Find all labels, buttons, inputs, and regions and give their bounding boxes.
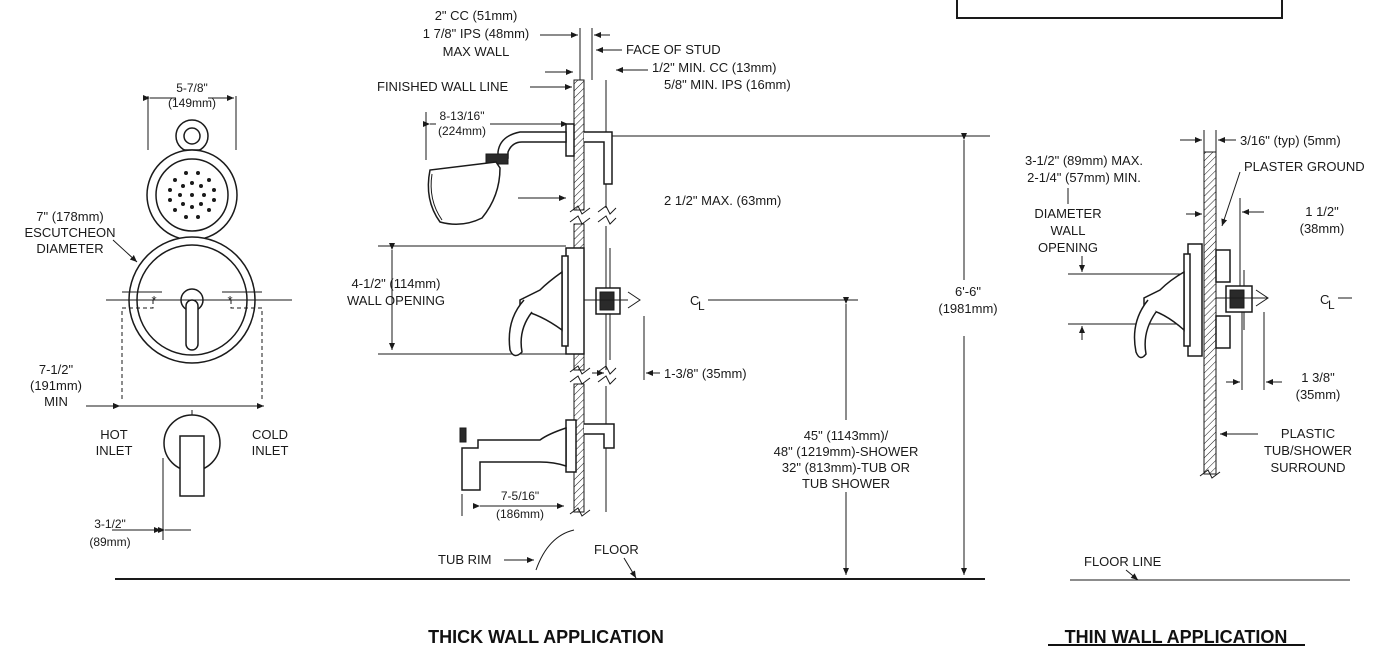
thin-dim-lower-label-2: (35mm) bbox=[1296, 387, 1341, 402]
valve-depth-label: 1-3/8" (35mm) bbox=[664, 366, 747, 381]
thin-dim-upper-label-1: 1 1/2" bbox=[1305, 204, 1339, 219]
cc-label-3: MAX WALL bbox=[443, 44, 510, 59]
thin-dim-lower-label-1: 1 3/8" bbox=[1301, 370, 1335, 385]
escutcheon-label-1: 7" (178mm) bbox=[36, 209, 103, 224]
inlet-spacing-label-2: (191mm) bbox=[30, 378, 82, 393]
opening-range-label-1: 3-1/2" (89mm) MAX. bbox=[1025, 153, 1143, 168]
wall-opening-label-2: WALL OPENING bbox=[347, 293, 445, 308]
surround-label-2: TUB/SHOWER bbox=[1264, 443, 1352, 458]
thin-wall-title: THIN WALL APPLICATION bbox=[1065, 627, 1288, 646]
hot-inlet-label-1: HOT bbox=[100, 427, 128, 442]
front-view: 5-7/8" (149mm) 7" (178mm) ESCUTCHEON DIA… bbox=[24, 81, 292, 549]
floor-label: FLOOR bbox=[594, 542, 639, 557]
tub-rim-label: TUB RIM bbox=[438, 552, 491, 567]
opening-range-label-2: 2-1/4" (57mm) MIN. bbox=[1027, 170, 1141, 185]
arm-reach-label: 8-13/16" bbox=[440, 109, 485, 123]
thin-wall-centerline-symbol: C bbox=[1320, 292, 1329, 307]
thin-wall-view: 3/16" (typ) (5mm) PLASTER GROUND 3-1/2" … bbox=[1025, 130, 1365, 646]
thin-dim-upper-label-2: (38mm) bbox=[1300, 221, 1345, 236]
header-box bbox=[956, 0, 1283, 19]
face-of-stud-label: FACE OF STUD bbox=[626, 42, 721, 57]
centerline-symbol: C bbox=[690, 293, 699, 308]
svg-text:*: * bbox=[151, 293, 156, 308]
diameter-wall-opening-label-3: OPENING bbox=[1038, 240, 1098, 255]
hot-inlet-label-2: INLET bbox=[96, 443, 133, 458]
spout-reach-mm-label: (186mm) bbox=[496, 507, 544, 521]
finished-wall-line-label: FINISHED WALL LINE bbox=[377, 79, 509, 94]
thick-wall-view: 2" CC (51mm) 1 7/8" IPS (48mm) MAX WALL … bbox=[115, 8, 998, 646]
typ-label: 3/16" (typ) (5mm) bbox=[1240, 133, 1341, 148]
shower-head-side-icon bbox=[427, 161, 501, 225]
valve-height-label-2: 48" (1219mm)-SHOWER bbox=[774, 444, 919, 459]
tub-rim-curve bbox=[535, 529, 575, 571]
arm-reach-mm-label: (224mm) bbox=[438, 124, 486, 138]
diameter-wall-opening-label-1: DIAMETER bbox=[1034, 206, 1101, 221]
head-height-label-2: (1981mm) bbox=[938, 301, 997, 316]
thin-wall-centerline-sub: L bbox=[1328, 298, 1335, 312]
cold-inlet-label-1: COLD bbox=[252, 427, 288, 442]
thin-wall-handle-icon bbox=[1143, 270, 1185, 332]
spout-reach-label: 7-5/16" bbox=[501, 489, 539, 503]
centerline-sub: L bbox=[698, 299, 705, 313]
svg-text:*: * bbox=[227, 293, 232, 308]
head-width-label: 5-7/8" bbox=[176, 81, 208, 95]
diameter-wall-opening-label-2: WALL bbox=[1051, 223, 1086, 238]
spout-offset-mm-label: (89mm) bbox=[89, 535, 130, 549]
escutcheon-label-3: DIAMETER bbox=[36, 241, 103, 256]
wall-section-upper bbox=[573, 79, 585, 211]
wall-opening-label-1: 4-1/2" (114mm) bbox=[352, 276, 441, 291]
floor-line-label: FLOOR LINE bbox=[1084, 554, 1162, 569]
valve-height-label-4: TUB SHOWER bbox=[802, 476, 890, 491]
thick-wall-title: THICK WALL APPLICATION bbox=[428, 627, 664, 646]
thin-wall-section bbox=[1203, 151, 1217, 475]
valve-height-label-1: 45" (1143mm)/ bbox=[804, 428, 889, 443]
max-depth-label: 2 1/2" MAX. (63mm) bbox=[664, 193, 781, 208]
valve-handle-icon bbox=[185, 299, 199, 351]
inlet-spacing-label-3: MIN bbox=[44, 394, 68, 409]
surround-label-3: SURROUND bbox=[1270, 460, 1345, 475]
min-cc-label-2: 5/8" MIN. IPS (16mm) bbox=[664, 77, 791, 92]
spout-offset-label: 3-1/2" bbox=[94, 517, 126, 531]
surround-label-1: PLASTIC bbox=[1281, 426, 1335, 441]
tub-spout-side-icon bbox=[461, 426, 567, 491]
inlet-spacing-label-1: 7-1/2" bbox=[39, 362, 74, 377]
head-width-mm-label: (149mm) bbox=[168, 96, 216, 110]
cc-label-2: 1 7/8" IPS (48mm) bbox=[423, 26, 529, 41]
escutcheon-label-2: ESCUTCHEON bbox=[24, 225, 115, 240]
shower-head-nozzles bbox=[168, 171, 216, 219]
head-height-label-1: 6'-6" bbox=[955, 284, 981, 299]
valve-height-label-3: 32" (813mm)-TUB OR bbox=[782, 460, 910, 475]
cold-inlet-label-2: INLET bbox=[252, 443, 289, 458]
cc-label-1: 2" CC (51mm) bbox=[435, 8, 518, 23]
plaster-ground-label: PLASTER GROUND bbox=[1244, 159, 1365, 174]
min-cc-label-1: 1/2" MIN. CC (13mm) bbox=[652, 60, 777, 75]
